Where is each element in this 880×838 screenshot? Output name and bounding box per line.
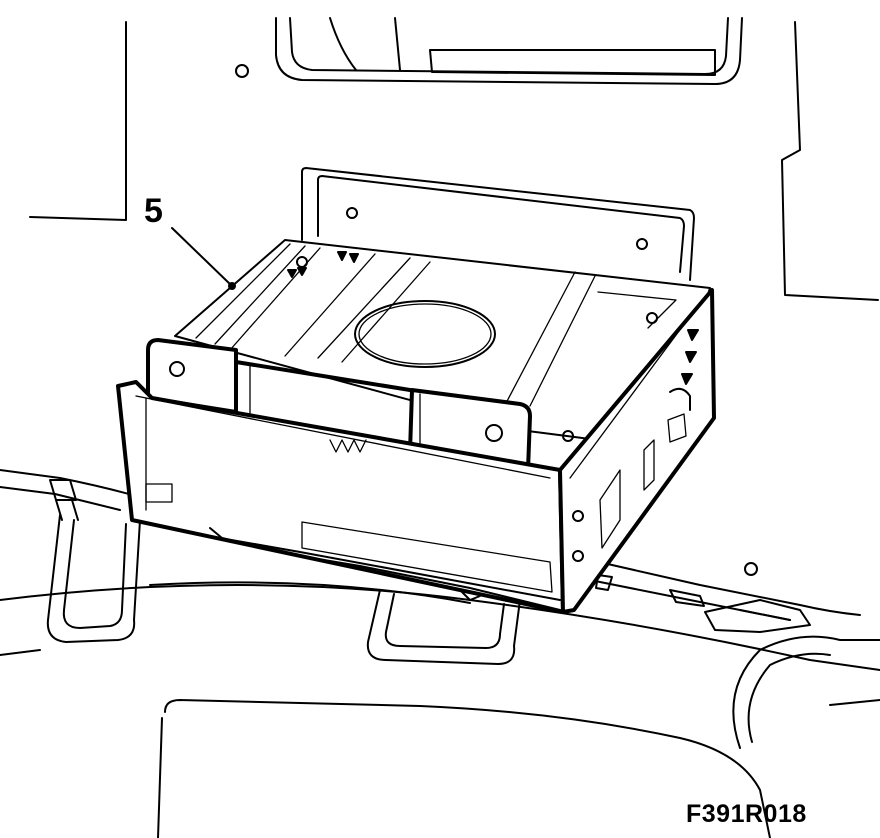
unit-box [116, 239, 716, 614]
dashboard-contours [0, 469, 880, 838]
figure-code: F391R018 [686, 800, 807, 828]
callout-leader-line [171, 227, 233, 287]
background-panel [29, 17, 879, 576]
callout-number: 5 [144, 192, 163, 230]
